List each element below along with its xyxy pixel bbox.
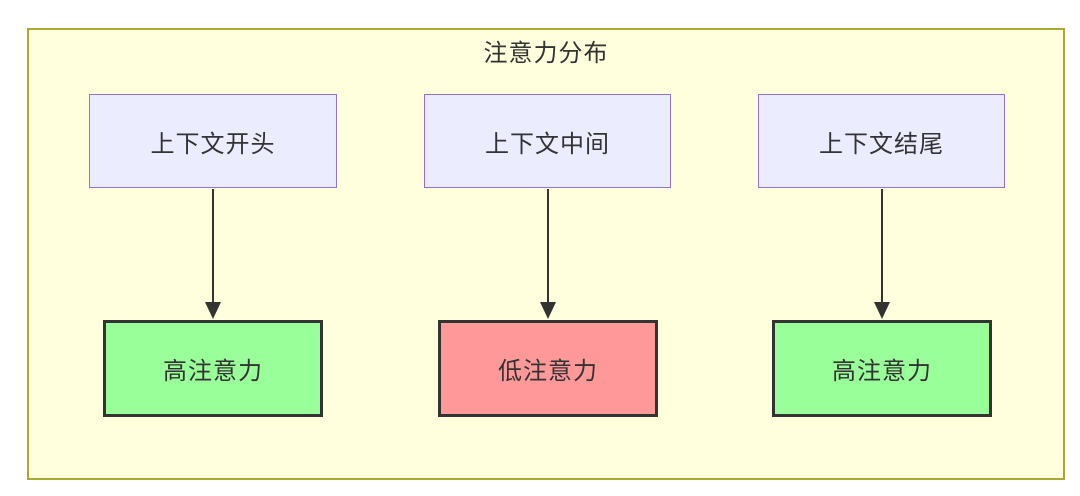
diagram-title: 注意力分布 bbox=[483, 40, 609, 67]
node-context-end-label: 上下文结尾 bbox=[819, 130, 944, 158]
node-context-end: 上下文结尾 bbox=[758, 94, 1005, 188]
node-high-attention-1-label: 高注意力 bbox=[163, 358, 263, 385]
node-context-start: 上下文开头 bbox=[89, 94, 337, 188]
node-context-start-label: 上下文开头 bbox=[150, 130, 276, 158]
node-low-attention-label: 低注意力 bbox=[498, 358, 598, 385]
node-context-middle: 上下文中间 bbox=[424, 94, 671, 188]
node-high-attention-2: 高注意力 bbox=[772, 320, 992, 417]
node-low-attention: 低注意力 bbox=[438, 320, 658, 417]
node-high-attention-2-label: 高注意力 bbox=[832, 358, 932, 385]
node-high-attention-1: 高注意力 bbox=[103, 320, 323, 417]
node-context-middle-label: 上下文中间 bbox=[485, 130, 610, 158]
